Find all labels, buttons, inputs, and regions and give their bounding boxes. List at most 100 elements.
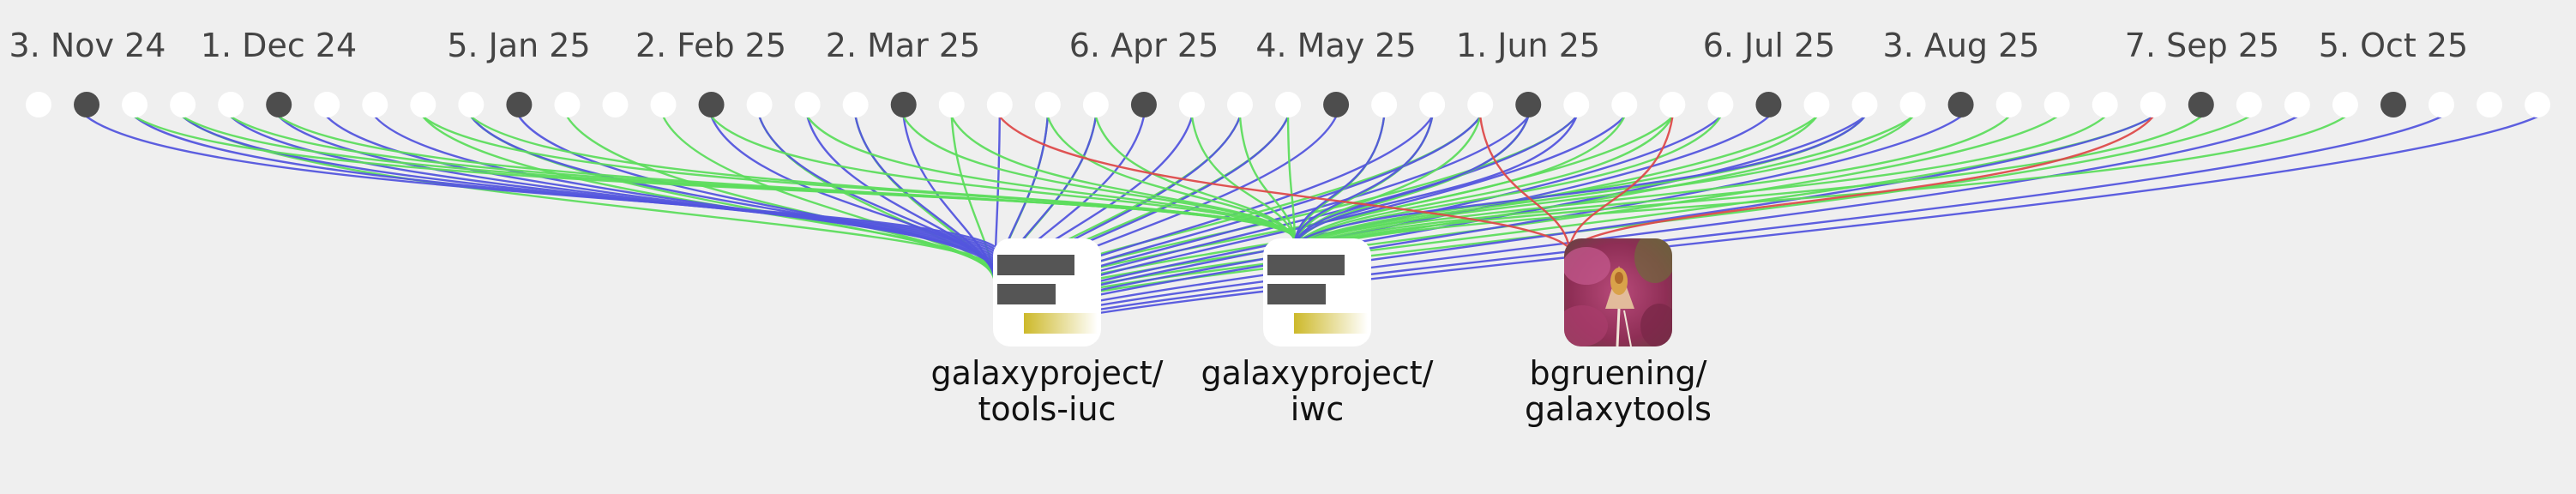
timeline-dot — [1082, 92, 1109, 117]
timeline-dot-marker — [1130, 92, 1157, 117]
contribution-link-blue — [902, 116, 996, 280]
contribution-link-green — [1294, 115, 2346, 256]
repo-node-iwc[interactable]: galaxyproject/ iwc — [1201, 238, 1434, 428]
contribution-link-red — [998, 116, 1570, 250]
contribution-link-blue — [994, 115, 2442, 333]
timeline-dot — [986, 92, 1013, 117]
contribution-link-green — [1094, 116, 1297, 242]
contribution-link-green — [1294, 116, 2202, 255]
timeline-dot — [842, 92, 869, 117]
repo-node-galaxytools[interactable]: bgruening/ galaxytools — [1525, 232, 1712, 428]
contribution-link-blue — [326, 116, 996, 261]
timeline-dots — [26, 92, 2551, 117]
timeline-dot — [2043, 92, 2070, 117]
timeline-dot — [794, 92, 821, 117]
timeline-dot — [218, 92, 244, 117]
date-label: 4. May 25 — [1255, 27, 1416, 64]
timeline-dot — [2140, 92, 2166, 117]
repo-name-label: galaxytools — [1525, 390, 1712, 428]
date-label: 7. Sep 25 — [2125, 27, 2279, 64]
timeline-dot-marker — [698, 92, 725, 117]
date-label: 6. Apr 25 — [1069, 27, 1219, 64]
contribution-link-green — [470, 116, 1296, 238]
timeline-dot — [650, 92, 677, 117]
timeline-dot — [1419, 92, 1446, 117]
contribution-link-green — [710, 116, 1296, 238]
date-label: 3. Aug 25 — [1883, 27, 2040, 64]
date-label: 5. Jan 25 — [447, 27, 590, 64]
date-label: 1. Dec 24 — [201, 27, 357, 64]
date-label: 1. Jun 25 — [1456, 27, 1600, 64]
contribution-link-blue — [806, 116, 996, 275]
timeline-dot — [1275, 92, 1302, 117]
repo-name-label: tools-iuc — [978, 390, 1116, 428]
contribution-link-red — [1479, 116, 1571, 249]
timeline-dot — [1803, 92, 1830, 117]
repo-name-label: iwc — [1291, 390, 1345, 428]
timeline-dot — [554, 92, 581, 117]
contribution-link-green — [1293, 116, 1626, 248]
contribution-link-blue — [230, 116, 996, 256]
contribution-link-blue — [518, 116, 996, 268]
timeline-dot-marker — [506, 92, 533, 117]
contribution-link-blue — [1293, 116, 1386, 242]
timeline-dot — [2236, 92, 2262, 117]
contribution-link-green — [1286, 116, 1297, 244]
timeline-dot — [122, 92, 148, 117]
contribution-link-blue — [278, 116, 996, 258]
contribution-link-green — [950, 116, 1297, 240]
repo-owner-label: galaxyproject/ — [931, 354, 1164, 392]
timeline-dot — [1851, 92, 1878, 117]
date-label: 2. Feb 25 — [635, 27, 786, 64]
timeline-dot — [1371, 92, 1398, 117]
timeline-dot — [170, 92, 196, 117]
timeline-dot — [1227, 92, 1253, 117]
timeline-dot — [410, 92, 436, 117]
contribution-link-green — [1294, 116, 1914, 252]
repo-owner-label: galaxyproject/ — [1201, 354, 1434, 392]
contribution-link-red — [1568, 116, 2154, 250]
timeline-dot — [2332, 92, 2358, 117]
timeline-dot — [362, 92, 388, 117]
timeline-dot-marker — [266, 92, 292, 117]
repo-node-tools-iuc[interactable]: galaxyproject/ tools-iuc — [931, 238, 1164, 428]
contribution-link-blue — [1293, 116, 1434, 243]
timeline-dot — [2429, 92, 2454, 117]
timeline-dot-marker — [2380, 92, 2406, 117]
timeline-dot-marker — [1515, 92, 1542, 117]
timeline-dot — [26, 92, 51, 117]
timeline-dot-marker — [74, 92, 100, 117]
repo-owner-label: bgruening/ — [1530, 354, 1707, 392]
timeline-dot — [1034, 92, 1061, 117]
timeline-dot — [2284, 92, 2310, 117]
contribution-link-blue — [182, 116, 996, 253]
repo-bars-icon — [1263, 238, 1371, 346]
timeline-dot — [1178, 92, 1205, 117]
timeline-dot — [2477, 92, 2503, 117]
timeline-dot — [1563, 92, 1590, 117]
timeline-dot-marker — [1755, 92, 1782, 117]
timeline-dot — [2091, 92, 2118, 117]
contribution-link-green — [1294, 116, 2010, 253]
contribution-link-green — [806, 116, 1296, 239]
timeline-dot — [1899, 92, 1926, 117]
repo-bars-icon — [993, 238, 1101, 346]
contribution-link-blue — [1294, 116, 1866, 246]
contribution-link-green — [1046, 116, 1297, 241]
timeline-dot — [1467, 92, 1494, 117]
timeline-dot — [1611, 92, 1638, 117]
orchid-photo-icon — [1564, 238, 1672, 346]
timeline-dot — [458, 92, 485, 117]
contribution-link-blue — [470, 116, 996, 266]
timeline-dot — [1707, 92, 1734, 117]
contribution-link-green — [662, 116, 996, 277]
contribution-link-blue — [134, 116, 996, 250]
timeline-dot-marker — [2188, 92, 2214, 117]
timeline-dot — [746, 92, 773, 117]
timeline-dot-marker — [890, 92, 917, 117]
date-label: 3. Nov 24 — [9, 27, 166, 64]
timeline-dot — [314, 92, 340, 117]
date-label: 5. Oct 25 — [2319, 27, 2468, 64]
timeline-dot — [1995, 92, 2022, 117]
